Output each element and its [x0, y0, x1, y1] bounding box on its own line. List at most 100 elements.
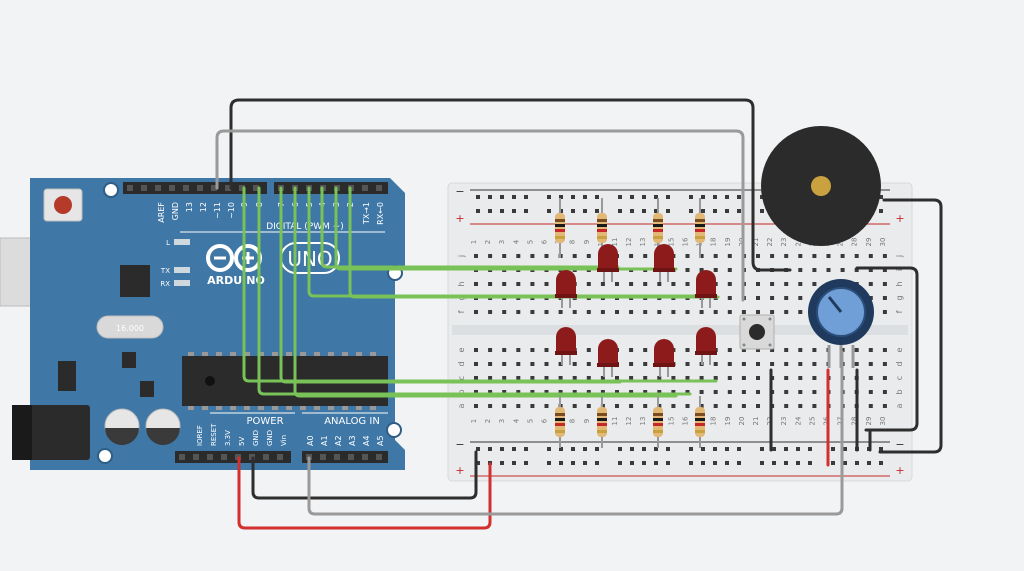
breadboard-hole — [615, 282, 619, 286]
rail-hole — [760, 195, 764, 199]
rail-hole — [654, 209, 658, 213]
breadboard-hole — [756, 254, 760, 258]
crystal — [96, 315, 164, 339]
led-body[interactable] — [556, 270, 576, 296]
breadboard-hole — [868, 348, 873, 352]
header-power[interactable] — [175, 451, 291, 463]
resistor[interactable] — [653, 396, 663, 448]
leds[interactable] — [555, 244, 717, 377]
resistor-band — [653, 236, 663, 239]
row-letter: b — [895, 389, 904, 394]
red-led[interactable] — [695, 270, 717, 308]
rail-minus-bl: − — [455, 438, 464, 451]
wire-green-led-4[interactable] — [320, 186, 620, 269]
rail-hole — [879, 209, 883, 213]
wire-black-buzzer-gnd[interactable] — [878, 198, 943, 454]
breadboard-hole — [488, 362, 493, 366]
breadboard-hole — [868, 268, 873, 272]
breadboard-hole — [671, 310, 676, 314]
resistor[interactable] — [555, 396, 565, 448]
breadboard-hole — [558, 310, 563, 314]
wire-black-gnd[interactable] — [251, 450, 478, 500]
red-led[interactable] — [597, 244, 619, 282]
power-pin-label: IOREF — [196, 425, 204, 446]
resistor-band — [555, 219, 565, 222]
resistor[interactable] — [597, 396, 607, 448]
breadboard-hole — [727, 268, 732, 272]
breadboard-hole — [516, 390, 521, 394]
red-led[interactable] — [555, 327, 577, 365]
reset-button-cap[interactable] — [54, 196, 72, 214]
rail-hole — [666, 447, 670, 451]
wire-gray-pot[interactable] — [307, 350, 844, 516]
rail-hole — [571, 447, 575, 451]
led-body[interactable] — [654, 244, 674, 270]
led-body[interactable] — [556, 327, 576, 353]
analog-pin-label: A5 — [376, 435, 385, 446]
pushbutton[interactable] — [739, 314, 775, 350]
breadboard[interactable]: − + + − + − + 11223344556677889910101111… — [447, 182, 913, 482]
breadboard-hole — [600, 390, 605, 394]
red-led[interactable] — [597, 339, 619, 377]
wire-green-led-6[interactable] — [257, 186, 692, 396]
column-number: 2 — [484, 240, 492, 244]
resistors[interactable] — [555, 198, 705, 448]
rail-hole — [725, 447, 729, 451]
breadboard-hole — [558, 362, 563, 366]
wire-gray-button[interactable] — [215, 129, 745, 302]
breadboard-hole — [586, 390, 591, 394]
led-body[interactable] — [654, 339, 674, 365]
breadboard-hole — [586, 348, 591, 352]
resistor[interactable] — [695, 396, 705, 448]
resistor[interactable] — [695, 198, 705, 258]
row-letter: g — [895, 295, 904, 300]
pushbutton-cap[interactable] — [749, 324, 765, 340]
red-led[interactable] — [695, 327, 717, 365]
wire-black-pot-gnd[interactable] — [855, 266, 919, 432]
wire-green-led-5[interactable] — [242, 186, 718, 383]
arduino-uno-board[interactable]: 16.000 L TX RX ARDUINO UNO DIGITAL (PWM … — [0, 178, 405, 470]
wire-green-led-3[interactable] — [307, 186, 705, 298]
breadboard-hole — [798, 296, 803, 300]
resistor-band — [695, 418, 705, 421]
small-chip — [122, 352, 136, 368]
breadboard-hole — [474, 376, 478, 380]
breadboard-hole — [784, 348, 789, 352]
breadboard-hole — [882, 268, 887, 272]
breadboard-hole — [840, 268, 845, 272]
resistor[interactable] — [555, 198, 565, 258]
breadboard-hole — [600, 376, 605, 380]
header-digital-right[interactable] — [274, 182, 388, 194]
red-led[interactable] — [653, 244, 675, 282]
wire-green-led-7[interactable] — [279, 186, 622, 384]
potentiometer[interactable] — [808, 279, 874, 368]
wire-black-buzzer[interactable] — [229, 98, 792, 272]
power-pin-label: Vin — [280, 435, 288, 446]
column-number: 24 — [794, 237, 802, 246]
column-number: 3 — [498, 419, 506, 423]
red-led[interactable] — [555, 270, 577, 308]
led-body[interactable] — [696, 327, 716, 353]
red-led[interactable] — [653, 339, 675, 377]
header-analog[interactable] — [302, 451, 388, 463]
led-l-label: L — [166, 239, 170, 247]
led-body[interactable] — [598, 244, 618, 270]
piezo-buzzer[interactable] — [761, 126, 881, 246]
breadboard-hole — [699, 376, 704, 380]
breadboard-hole — [882, 296, 887, 300]
wire-green-led-8[interactable] — [293, 186, 678, 398]
analog-label: ANALOG IN — [324, 416, 380, 427]
wire-red-5v[interactable] — [237, 456, 492, 530]
rail-hole — [500, 461, 504, 465]
led-body[interactable] — [598, 339, 618, 365]
header-hole — [197, 185, 203, 191]
breadboard-hole — [727, 362, 732, 366]
led-body[interactable] — [696, 270, 716, 296]
header-hole — [362, 185, 368, 191]
led-rx-label: RX — [160, 280, 170, 288]
resistor-band — [555, 224, 565, 227]
chip-pin — [314, 352, 320, 356]
wires[interactable] — [215, 98, 943, 530]
pushbutton-corner — [768, 317, 772, 321]
